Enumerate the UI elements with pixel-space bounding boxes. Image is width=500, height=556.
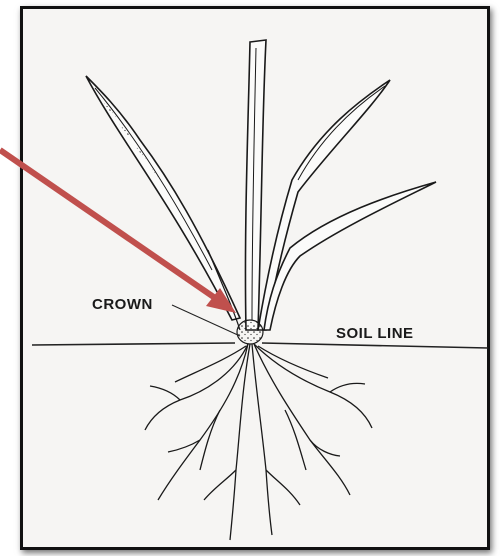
red-arrow-icon: [0, 150, 236, 313]
crown-label: CROWN: [92, 296, 153, 313]
soil-line-label: SOIL LINE: [336, 325, 414, 342]
crown-base: [237, 320, 263, 344]
roots: [145, 344, 372, 540]
leaf-left: [86, 76, 240, 320]
plant-leaves: [86, 40, 436, 330]
